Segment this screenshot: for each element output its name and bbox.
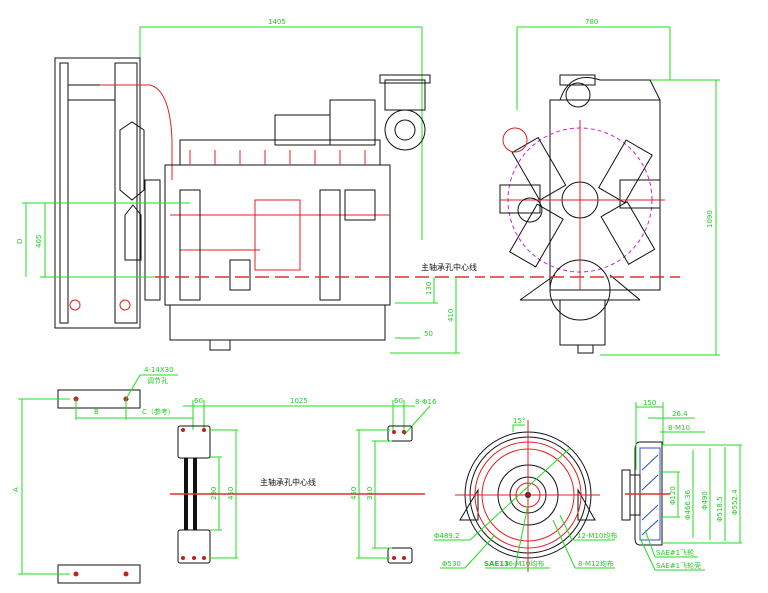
dim-span: 1025 [290,397,308,405]
length-dim: 1405 [268,18,286,26]
dia-490: Φ490 [701,491,709,510]
dim-d: D [16,239,24,244]
dim-50: 50 [424,330,433,338]
dia-518: Φ518.5 [716,496,724,522]
dim-410: 410 [447,309,455,322]
slot-label: 4-14X30 [144,366,174,374]
side-view: 1405 [16,18,485,354]
dia-120: Φ120 [669,486,677,505]
holes-12: 12-M10均布 [577,531,617,540]
centerline-label: 主轴承孔中心线 [421,262,477,272]
flywheel-section: 150 26.4 8-M10 Φ120 Φ466.36 Φ490 Φ518.5 … [621,399,742,571]
front-view: 780 1090 [490,18,720,356]
dim-405: 405 [35,235,43,248]
mount-centerline-label: 主轴承孔中心线 [260,477,316,487]
dim-150: 150 [643,399,656,407]
dia-466: Φ466.36 [684,489,692,520]
dim-b: B [94,408,99,416]
holes-16: 16-M10均布 [504,559,544,568]
hole-label: 8-Φ16 [415,398,437,406]
dim-26-4: 26.4 [672,410,688,418]
dim-a: A [12,487,20,492]
dim-60-right: 60 [394,397,403,405]
dia-530: Φ530 [442,560,461,568]
flywheel-callout: SAE#1飞轮 [656,548,694,557]
width-dim: 780 [585,18,598,26]
height-dim: 1090 [706,210,714,228]
mount-plan: A B C（参考） 4-14X30 调节孔 60 1025 60 8-Φ16 2… [12,366,437,584]
dia-489: Φ489.2 [434,532,460,540]
holes-8: 8-M12均布 [578,559,614,568]
slot-sublabel: 调节孔 [147,376,168,385]
right-bracket-top [387,425,413,442]
flywheel-housing-view: 15° Φ489.2 Φ530 SAE13 16-M10均布 12-M10均布 … [434,417,617,572]
dia-552: Φ552.4 [731,489,739,515]
dim-130: 130 [425,282,433,295]
engine-block [164,164,391,306]
sae-label: SAE13 [484,560,509,568]
dim-60-left: 60 [194,397,203,405]
right-bracket-bottom [387,547,413,564]
dim-c: C（参考） [142,407,175,416]
thread-8m10: 8-M10 [668,424,690,432]
angle-label: 15° [513,417,525,425]
housing-callout: SAE#1飞轮壳 [656,561,701,570]
